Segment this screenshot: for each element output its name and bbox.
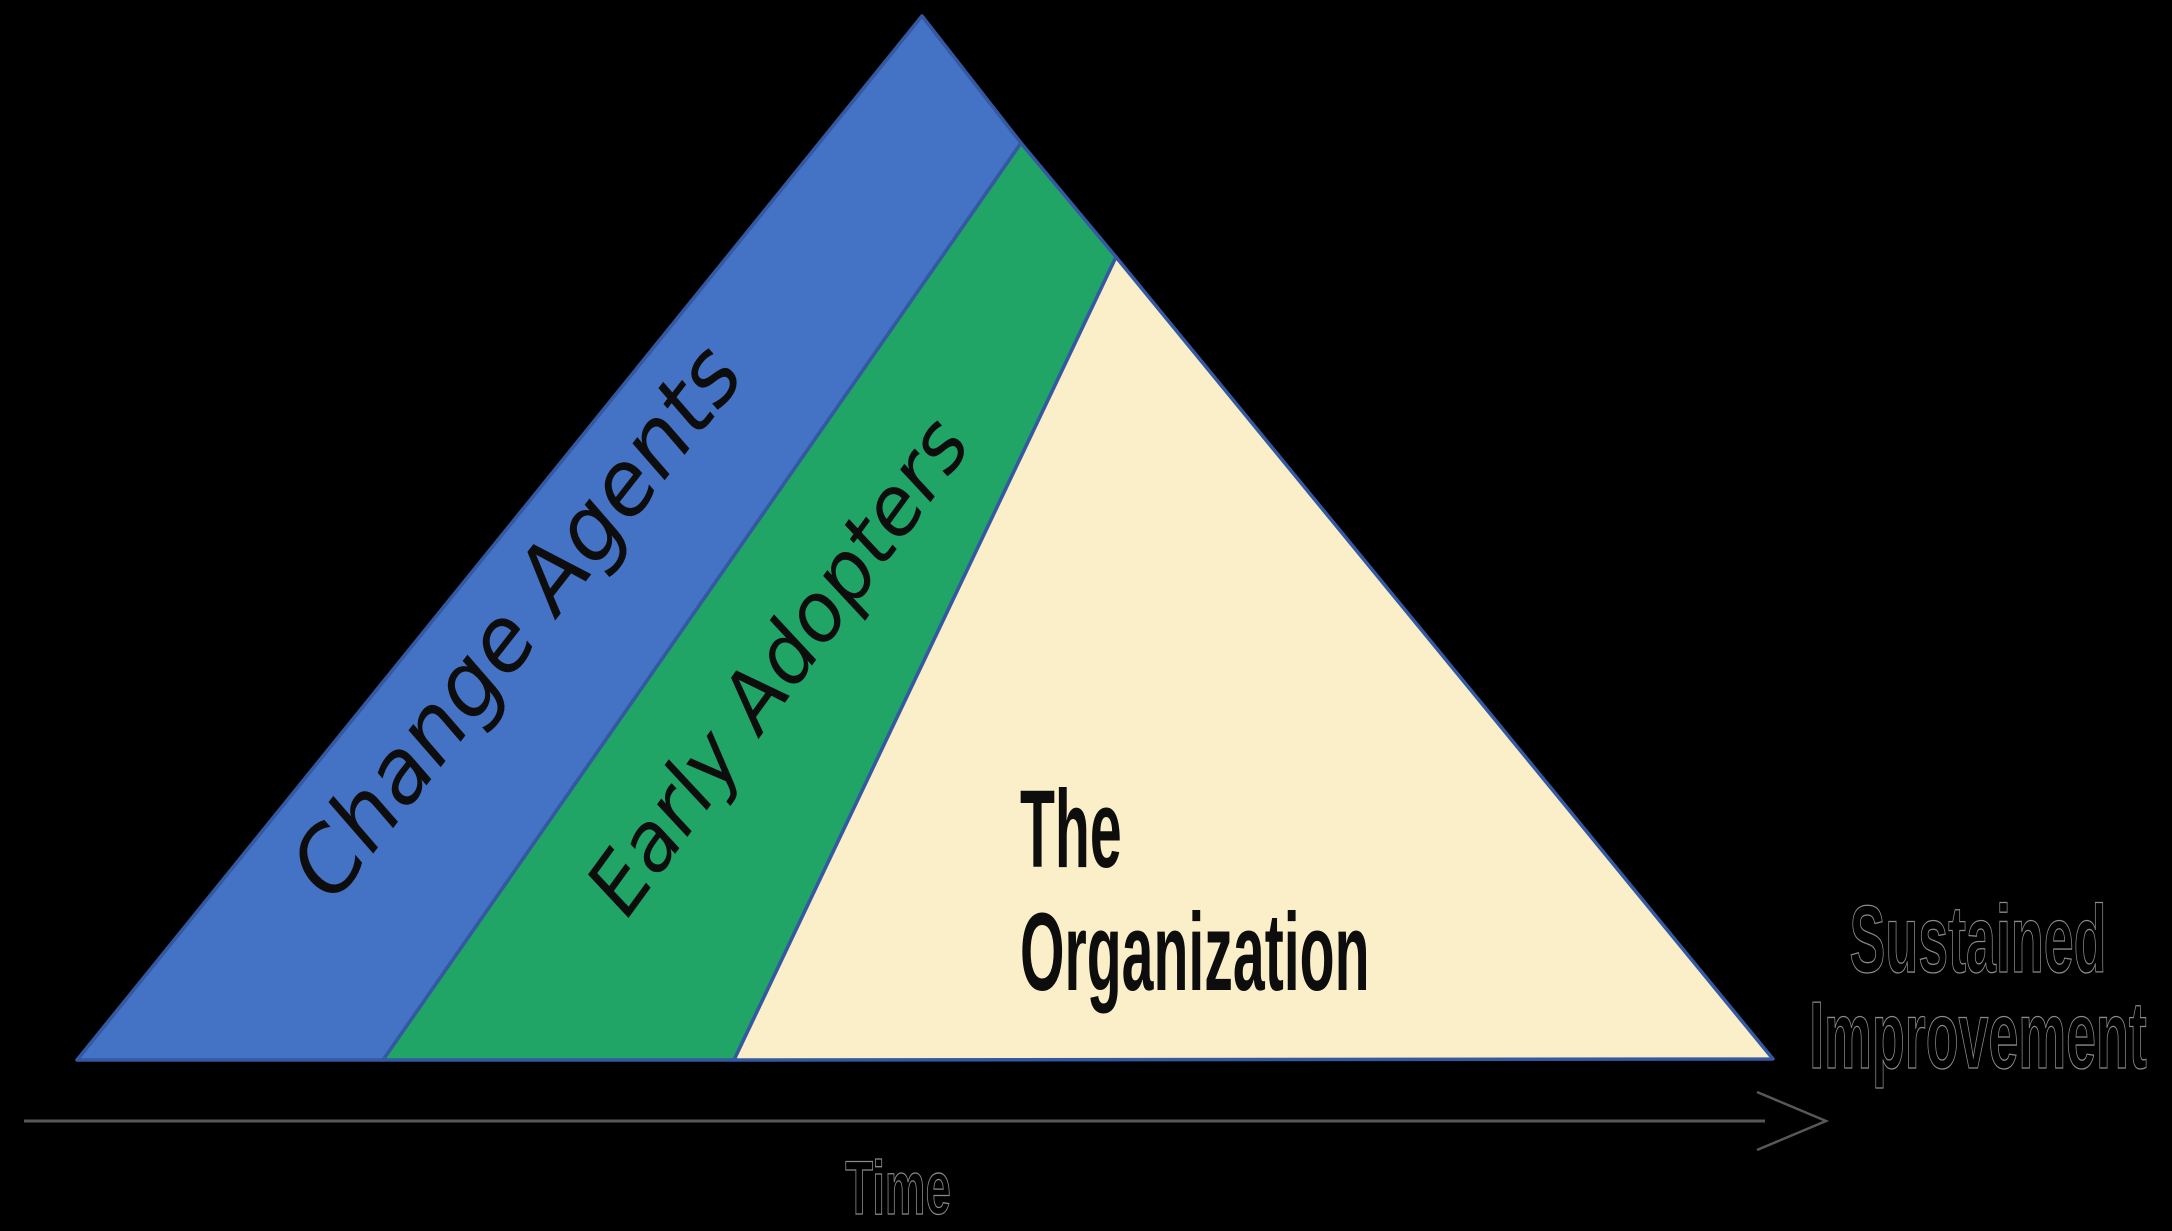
organization-label-line1: The <box>1020 768 1122 891</box>
time-axis <box>24 1090 1830 1152</box>
band-the-organization <box>732 255 1775 1062</box>
band-label-the-organization: The Organization <box>1020 768 1370 1014</box>
time-axis-arrowhead-icon <box>1756 1090 1830 1152</box>
sustained-improvement-line1: Sustained <box>1850 887 2107 993</box>
sustained-improvement-label: Sustained Improvement <box>1809 886 2148 1089</box>
sustained-improvement-line2: Improvement <box>1809 983 2147 1089</box>
organization-label-line2: Organization <box>1020 891 1370 1014</box>
time-label-group: Time <box>845 1146 952 1231</box>
time-axis-label: Time <box>845 1146 951 1231</box>
triangle-bands <box>75 14 1775 1062</box>
